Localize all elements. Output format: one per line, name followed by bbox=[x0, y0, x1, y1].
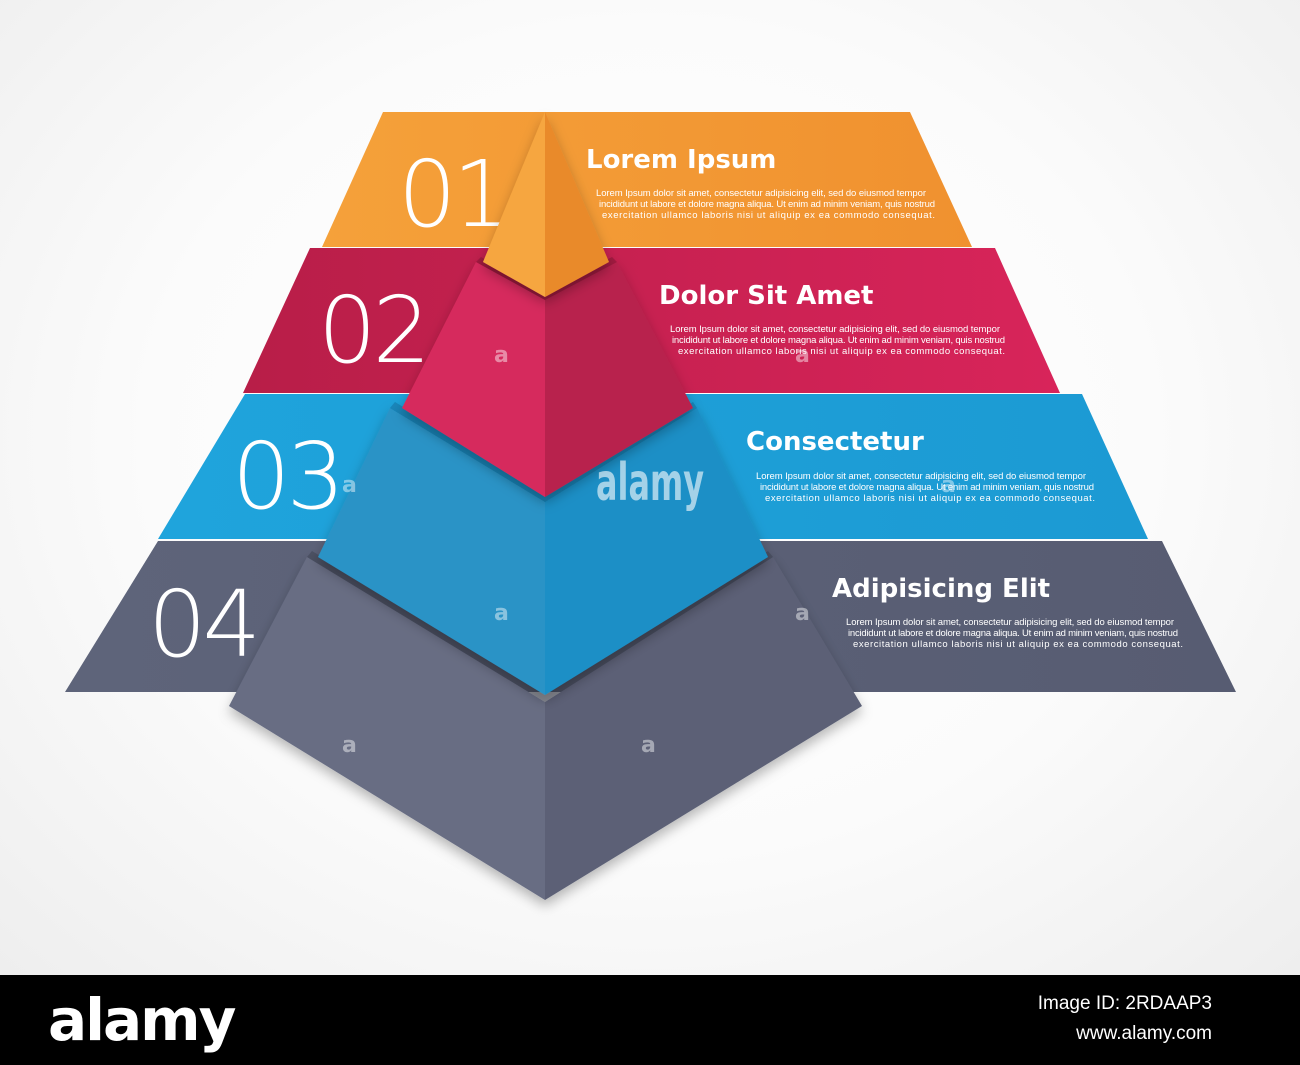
watermark-a-3: a bbox=[342, 473, 357, 498]
pyramid-tier-3-right-face bbox=[545, 408, 768, 695]
canvas: 01 02 03 04 Lorem Ipsum Dolor Sit Amet C… bbox=[0, 0, 1300, 975]
watermark-a-5: a bbox=[494, 601, 509, 626]
pyramid-infographic: 01 02 03 04 Lorem Ipsum Dolor Sit Amet C… bbox=[65, 112, 1236, 900]
pyramid-tier-3 bbox=[318, 402, 768, 695]
band-1 bbox=[322, 112, 972, 247]
level-title-2: Dolor Sit Amet bbox=[659, 281, 874, 311]
level-text-1-line-1: Lorem Ipsum dolor sit amet, consectetur … bbox=[596, 188, 926, 199]
image-id-text: Image ID: 2RDAAP3 bbox=[1037, 993, 1212, 1014]
level-text-3-line-2: incididunt ut labore et dolore magna ali… bbox=[760, 482, 1094, 493]
level-number-2: 02 bbox=[318, 277, 427, 384]
level-text-1-line-2: incididunt ut labore et dolore magna ali… bbox=[599, 199, 935, 210]
level-text-4-line-3: exercitation ullamco laboris nisi ut ali… bbox=[853, 639, 1183, 650]
level-number-3: 03 bbox=[232, 423, 341, 530]
watermark-a-2: a bbox=[795, 343, 810, 368]
footer-bar: alamy Image ID: 2RDAAP3 www.alamy.com bbox=[0, 975, 1300, 1065]
pyramid-tier-4-left-face bbox=[229, 557, 545, 900]
pyramid-tier-3-left-face bbox=[318, 408, 545, 695]
level-text-3-line-1: Lorem Ipsum dolor sit amet, consectetur … bbox=[756, 471, 1086, 482]
level-text-4-line-2: incididunt ut labore et dolore magna ali… bbox=[848, 628, 1178, 639]
site-url-text: www.alamy.com bbox=[1076, 1023, 1212, 1044]
pyramid-tier-2-right-face bbox=[545, 262, 693, 497]
level-title-3: Consectetur bbox=[746, 427, 924, 457]
level-text-2-line-2: incididunt ut labore et dolore magna ali… bbox=[672, 335, 1005, 346]
level-title-1: Lorem Ipsum bbox=[586, 145, 776, 175]
pyramid-tier-4-right-face bbox=[545, 557, 862, 900]
level-text-1-line-3: exercitation ullamco laboris nisi ut ali… bbox=[602, 210, 935, 221]
watermark-center: alamy bbox=[596, 453, 704, 513]
watermark-a-1: a bbox=[494, 343, 509, 368]
watermark-a-6: a bbox=[795, 601, 810, 626]
level-text-2-line-1: Lorem Ipsum dolor sit amet, consectetur … bbox=[670, 324, 1000, 335]
level-title-4: Adipisicing Elit bbox=[832, 574, 1050, 604]
level-text-2-line-3: exercitation ullamco laboris nisi ut ali… bbox=[678, 346, 1005, 357]
pyramid-tier-2-left-face bbox=[402, 262, 545, 497]
pyramid-tier-1-left-face bbox=[483, 112, 545, 297]
watermark-a-8: a bbox=[641, 733, 656, 758]
watermark-a-4: a bbox=[941, 473, 956, 498]
level-number-1: 01 bbox=[398, 141, 507, 248]
pyramid-tier-4 bbox=[229, 551, 862, 900]
pyramid-tier-1 bbox=[483, 112, 609, 297]
pyramid-tier-1-right-face bbox=[545, 112, 609, 297]
level-number-4: 04 bbox=[148, 571, 257, 678]
level-text-3-line-3: exercitation ullamco laboris nisi ut ali… bbox=[765, 493, 1095, 504]
watermark-a-7: a bbox=[342, 733, 357, 758]
level-text-4-line-1: Lorem Ipsum dolor sit amet, consectetur … bbox=[846, 617, 1174, 628]
alamy-logo: alamy bbox=[48, 986, 236, 1054]
